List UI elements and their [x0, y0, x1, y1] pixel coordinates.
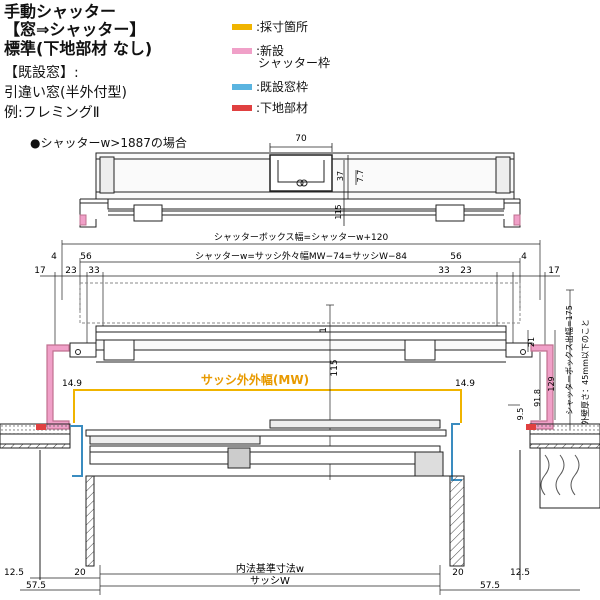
dim-v-129: 129 [547, 376, 556, 391]
right-vertical-dims [508, 289, 574, 430]
dim-left-56: 56 [80, 252, 92, 262]
dim-right-4: 4 [521, 252, 527, 262]
title-line-1: 手動シャッター [4, 2, 117, 21]
dim-v-wall: 外壁厚さ：45mm以下のこと [580, 319, 590, 425]
exterior-wall [0, 423, 600, 509]
dim-bottom-125-right: 12.5 [510, 568, 530, 578]
case-note: ●シャッターw>1887の場合 [30, 136, 187, 150]
mw-label: サッシ外外幅(MW) [201, 372, 309, 387]
legend-swatch-new-frame [232, 47, 252, 54]
legend-swatch-base [232, 104, 252, 111]
mw-measure-bracket [73, 389, 462, 423]
dim-left-149: 14.9 [62, 379, 82, 389]
dim-top-77: 7.7 [356, 170, 365, 183]
dim-bottom-20-right: 20 [452, 568, 464, 578]
legend-swatch-old-frame [232, 83, 252, 90]
dim-left-4: 4 [51, 252, 57, 262]
base-member [36, 424, 536, 430]
dim-v-box-out: シャッターボックス出幅=175 [564, 305, 574, 415]
legend-label-measure: :採寸箇所 [256, 20, 309, 34]
dim-top-37: 37 [336, 171, 345, 181]
legend-label-old-frame: :既設窓枠 [256, 80, 309, 94]
dim-mid-115: 115 [330, 359, 340, 376]
main-top-dimension-lines [40, 240, 560, 350]
dim-right-17: 17 [548, 266, 559, 276]
dim-left-23: 23 [65, 266, 76, 276]
dim-left-33: 33 [88, 266, 99, 276]
dim-bottom-575-left: 57.5 [26, 581, 46, 591]
main-shutter-box [69, 325, 533, 363]
dim-top-115: 115 [334, 204, 343, 219]
dim-mid-1: 1 [319, 327, 329, 333]
dim-sash-w: サッシW [250, 575, 290, 587]
dim-box-width: シャッターボックス幅=シャッターw+120 [214, 231, 389, 243]
box-cover-outline [79, 282, 521, 324]
bottom-dimension-lines [20, 565, 580, 595]
top-shutter-box [79, 152, 521, 228]
dim-right-33: 33 [438, 266, 449, 276]
title-line-3: 標準(下地部材 なし) [4, 39, 153, 58]
dim-left-17: 17 [34, 266, 45, 276]
dim-right-23: 23 [460, 266, 471, 276]
legend-measure: :採寸箇所 [232, 18, 308, 35]
legend-new-frame: :新設 [232, 42, 284, 59]
top-dimensions [269, 143, 357, 226]
window-sash [85, 419, 460, 477]
dim-v-918: 91.8 [533, 389, 542, 407]
dim-shutter-w: シャッターw=サッシ外々幅MW−74=サッシW−84 [195, 250, 407, 262]
dim-bottom-20-left: 20 [74, 568, 86, 578]
legend-label-new-frame-1: :新設 [256, 44, 285, 58]
dim-right-56: 56 [450, 252, 462, 262]
dim-top-70: 70 [295, 134, 307, 144]
dim-v-21: 21 [527, 337, 536, 347]
dim-bottom-575-right: 57.5 [480, 581, 500, 591]
legend-old-frame: :既設窓枠 [232, 78, 308, 95]
window-line-3: 例:フレミングⅡ [4, 105, 100, 121]
interior-opening [39, 450, 521, 580]
title-line-2: 【窓⇒シャッター】 [4, 20, 146, 39]
dim-bottom-125-left: 12.5 [4, 568, 24, 578]
window-line-1: 【既設窓】: [4, 65, 79, 81]
dim-v-95: 9.5 [516, 408, 525, 421]
legend-label-base: :下地部材 [256, 101, 309, 115]
legend-label-new-frame-2: シャッター枠 [258, 56, 331, 70]
dim-right-149: 14.9 [455, 379, 475, 389]
legend-base: :下地部材 [232, 99, 308, 116]
legend-swatch-measure [232, 23, 252, 30]
dim-inner-w: 内法基準寸法w [236, 562, 304, 575]
window-line-2: 引違い窓(半外付型) [4, 85, 127, 101]
